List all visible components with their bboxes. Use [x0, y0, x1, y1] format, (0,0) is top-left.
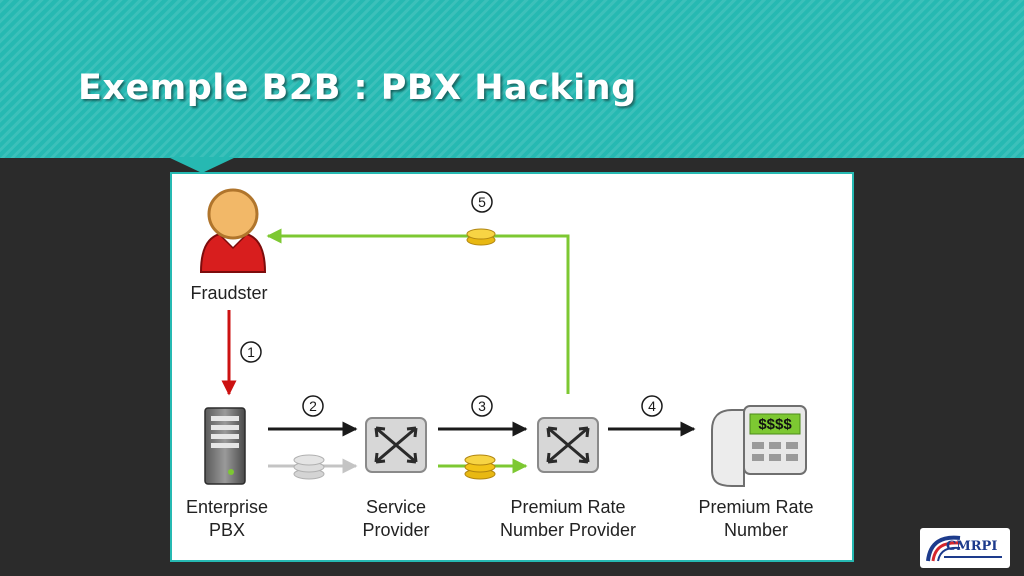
- step-1-badge: 1: [240, 341, 262, 363]
- diagram-canvas: $$$$: [199, 188, 807, 487]
- node-label-fraudster: Fraudster: [190, 283, 268, 303]
- server-icon: [204, 407, 246, 485]
- node-label-premium-rate-number: Premium Rate Number: [698, 497, 814, 540]
- coin-stack-icon: [466, 228, 496, 246]
- step-2-number: 2: [309, 398, 317, 414]
- step-3-number: 3: [478, 398, 486, 414]
- logo-swoosh-icon: [926, 535, 961, 562]
- step-4-number: 4: [648, 398, 656, 414]
- step-5-badge: 5: [471, 191, 493, 213]
- step-4-badge: 4: [641, 395, 663, 417]
- node-label-enterprise-pbx: Enterprise PBX: [185, 497, 269, 540]
- cmrpi-logo: CMRPI: [920, 528, 1010, 568]
- step-3-badge: 3: [471, 395, 493, 417]
- switch-icon: [365, 417, 427, 473]
- logo-text: CMRPI: [946, 539, 998, 554]
- node-label-service-provider: Service Provider: [362, 497, 430, 540]
- fraudster-icon: [199, 188, 267, 273]
- step-5-arrow: [266, 228, 570, 394]
- logo-underline: [944, 556, 1002, 558]
- slide-title: Exemple B2B : PBX Hacking: [78, 68, 637, 108]
- slide-header: [0, 0, 1024, 158]
- diagram-panel: $$$$: [170, 172, 854, 562]
- step-5-number: 5: [478, 194, 486, 210]
- coin-stack-icon: [293, 454, 325, 480]
- switch-icon: [537, 417, 599, 473]
- coin-stack-icon: [464, 454, 496, 480]
- step-2-badge: 2: [302, 395, 324, 417]
- node-label-premium-rate-number-provider: Premium Rate Number Provider: [499, 497, 637, 540]
- step-1-number: 1: [247, 344, 255, 360]
- telephone-icon: $$$$: [711, 405, 807, 487]
- header-notch: [168, 157, 236, 173]
- phone-display: $$$$: [758, 416, 792, 433]
